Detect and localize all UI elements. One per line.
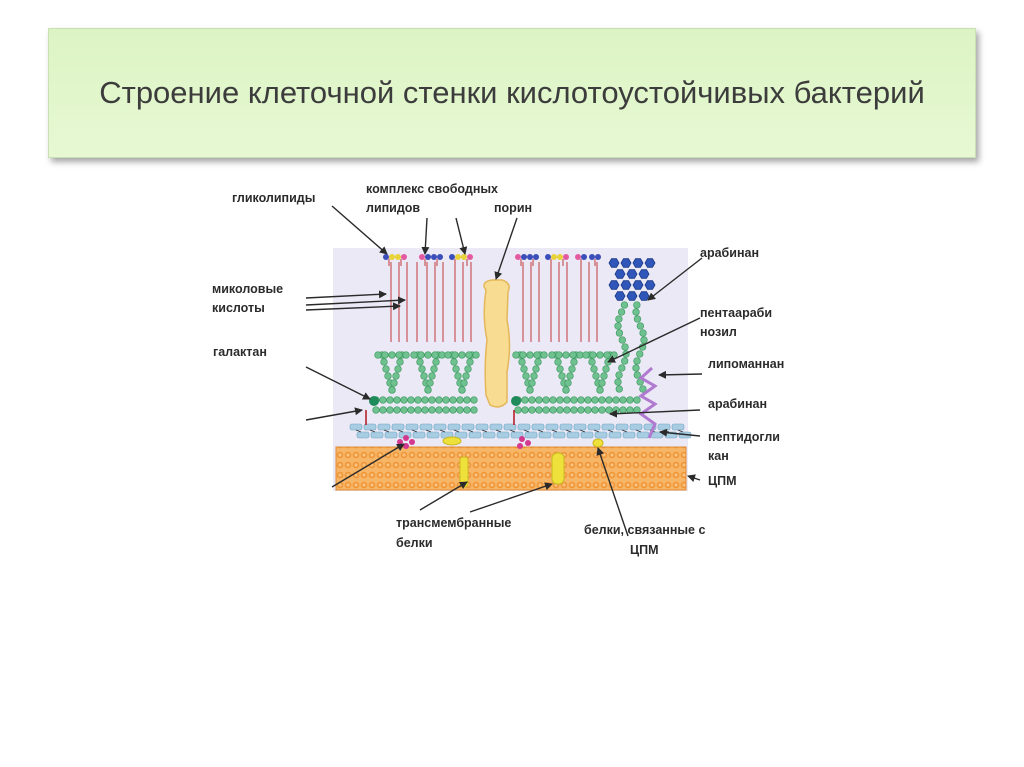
label-mycolic-line1: миколовые [212,282,283,296]
lipomannan-strand [638,366,658,439]
label-arabinan-bottom: арабинан [708,397,767,411]
label-free-lipids-line2: липидов [366,201,420,215]
mycolic-acid-chains [390,262,598,342]
label-free-lipids-line1: комплекс свободных [366,182,498,196]
glycolipid-caps [383,254,601,266]
label-pentaarabinosyl-line1: пентаараби [700,306,772,320]
peptidoglycan-layer [349,423,692,439]
label-arabinan-top: арабинан [700,246,759,260]
label-cpm: ЦПМ [708,474,737,488]
arabinan-cluster [608,258,656,301]
label-lipomannan: липоманнан [708,357,784,371]
label-peptidoglycan-line1: пептидогли [708,430,780,444]
cytoplasmic-membrane [335,446,687,491]
label-peptidoglycan-line2: кан [708,449,729,463]
title-box: Строение клеточной стенки кислотоустойчи… [48,28,976,158]
annotation-arrows [305,205,703,537]
label-cpm-proteins-line1: белки, связанные с [584,523,705,537]
label-galactan: галактан [213,345,267,359]
label-cpm-proteins-line2: ЦПМ [630,543,659,557]
label-transmembrane-line2: белки [396,536,433,550]
label-pentaarabinosyl-line2: нозил [700,325,737,339]
slide-title: Строение клеточной стенки кислотоустойчи… [99,75,925,110]
arabinogalactan-network [372,301,648,414]
label-mycolic-line2: кислоты [212,301,265,315]
label-glycolipids: гликолипиды [232,191,315,205]
label-porin: порин [494,201,532,215]
label-transmembrane-line1: трансмембранные [396,516,511,530]
membrane-associated-proteins [397,435,604,449]
galactan-anchors [365,396,521,425]
porin-channel [483,279,511,408]
transmembrane-proteins [459,452,565,488]
